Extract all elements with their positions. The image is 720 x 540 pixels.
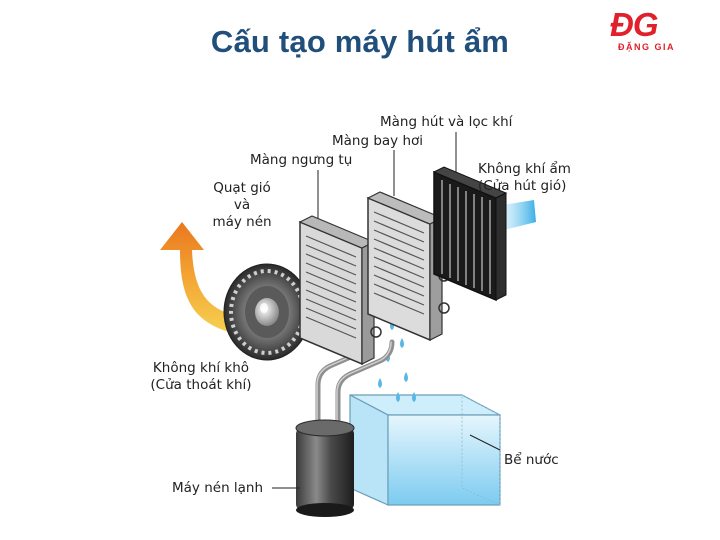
page-title: Cấu tạo máy hút ẩm xyxy=(170,24,550,60)
compressor xyxy=(272,420,354,517)
logo-mark: ĐG xyxy=(610,6,658,44)
label-humid-air-line1: Không khí ẩm xyxy=(478,161,571,178)
water-tank xyxy=(350,395,500,505)
label-compressor: Máy nén lạnh xyxy=(172,480,263,497)
label-filter: Màng hút và lọc khí xyxy=(380,114,512,131)
label-dry-air-line2: (Cửa thoát khí) xyxy=(136,377,266,394)
label-water-tank: Bể nước xyxy=(504,452,559,469)
dang-gia-logo: ĐG ĐẶNG GIA xyxy=(596,6,712,56)
label-fan-line3: máy nén xyxy=(206,214,278,231)
label-fan-line2: và xyxy=(206,197,278,214)
fan xyxy=(224,264,310,360)
label-dry-air: Không khí khô (Cửa thoát khí) xyxy=(136,360,266,394)
label-condenser: Màng ngưng tụ xyxy=(250,152,352,169)
label-humid-air-line2: (Cửa hút gió) xyxy=(478,178,571,195)
label-humid-air: Không khí ẩm (Cửa hút gió) xyxy=(478,161,571,195)
label-fan-compressor: Quạt gió và máy nén xyxy=(206,180,278,231)
label-dry-air-line1: Không khí khô xyxy=(136,360,266,377)
label-evaporator: Màng bay hơi xyxy=(332,133,423,150)
logo-subtitle: ĐẶNG GIA xyxy=(618,42,675,52)
label-fan-line1: Quạt gió xyxy=(206,180,278,197)
